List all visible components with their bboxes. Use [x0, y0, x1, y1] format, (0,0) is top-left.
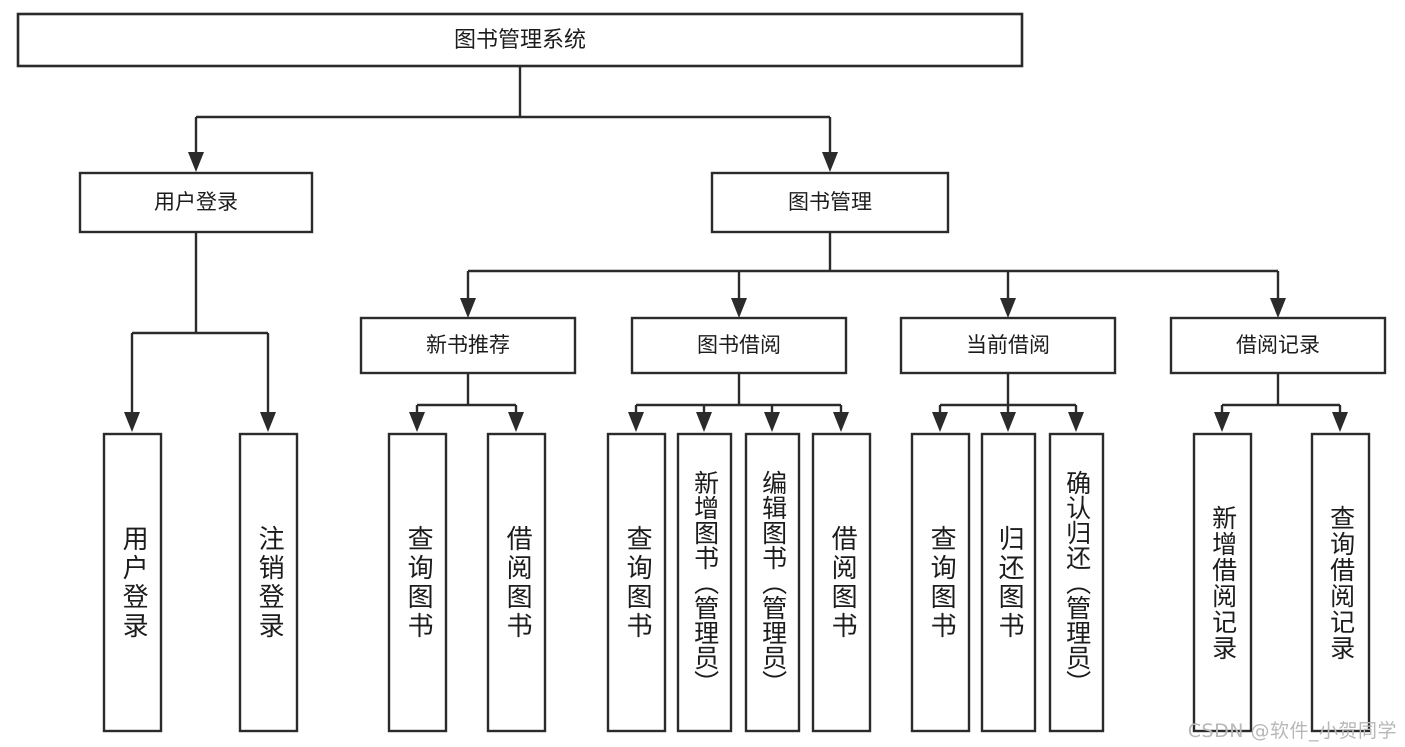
arrowhead-leaf-edit-book	[764, 412, 780, 432]
node-new-book-recommend-box[interactable]	[359, 316, 577, 375]
arrowhead-leaf-borrow-book-1	[508, 412, 524, 432]
leaf-box-borrow-book-2[interactable]	[811, 432, 872, 733]
arrowhead-current-borrow	[1000, 298, 1016, 318]
arrowhead-leaf-confirm-return	[1068, 412, 1084, 432]
node-user-login-box[interactable]	[78, 171, 314, 234]
leaf-box-query-book-2[interactable]	[606, 432, 667, 733]
csdn-watermark: CSDN @软件_小贺同学	[1187, 720, 1397, 742]
leaf-box-add-record[interactable]	[1192, 432, 1253, 733]
node-book-borrow-label: 图书借阅	[697, 333, 781, 357]
leaf-box-edit-book[interactable]	[744, 432, 801, 733]
node-current-borrow-label: 当前借阅	[966, 333, 1050, 357]
arrowhead-leaf-borrow-book-2	[833, 412, 849, 432]
node-root-box[interactable]	[16, 12, 1024, 68]
arrowhead-leaf-query-book-1	[409, 412, 425, 432]
arrowhead-leaf-add-book	[696, 412, 712, 432]
leaf-box-confirm-return[interactable]	[1048, 432, 1105, 733]
arrowhead-leaf-query-book-3	[932, 412, 948, 432]
node-book-management-label: 图书管理	[788, 190, 872, 214]
node-borrow-record-label: 借阅记录	[1236, 333, 1320, 357]
arrowhead-leaf-query-book-2	[628, 412, 644, 432]
node-borrow-record[interactable]: 借阅记录	[1169, 316, 1387, 375]
node-current-borrow-box[interactable]	[899, 316, 1117, 375]
arrowhead-user-login	[188, 152, 204, 172]
leaf-box-query-record[interactable]	[1310, 432, 1371, 733]
connector-layer	[124, 66, 1348, 432]
node-user-login[interactable]: 用户登录	[78, 171, 314, 234]
arrowhead-leaf-logout-login	[260, 412, 276, 432]
arrowhead-book-borrow	[731, 298, 747, 318]
node-user-login-label: 用户登录	[154, 190, 238, 214]
leaf-boxes	[102, 432, 1371, 733]
arrowhead-leaf-return-book	[1000, 412, 1016, 432]
node-book-borrow[interactable]: 图书借阅	[630, 316, 848, 375]
arrowhead-borrow-record	[1270, 298, 1286, 318]
leaf-box-add-book[interactable]	[676, 432, 733, 733]
node-borrow-record-box[interactable]	[1169, 316, 1387, 375]
leaf-box-query-book-3[interactable]	[910, 432, 971, 733]
leaf-box-user-login[interactable]	[102, 432, 163, 733]
leaf-box-query-book-1[interactable]	[387, 432, 448, 733]
node-new-book-recommend-label: 新书推荐	[426, 333, 510, 357]
leaf-box-borrow-book-1[interactable]	[486, 432, 547, 733]
leaf-box-logout-login[interactable]	[238, 432, 299, 733]
node-book-management-box[interactable]	[710, 171, 950, 234]
arrowhead-leaf-user-login	[124, 412, 140, 432]
node-current-borrow[interactable]: 当前借阅	[899, 316, 1117, 375]
leaf-box-return-book[interactable]	[980, 432, 1037, 733]
node-book-borrow-box[interactable]	[630, 316, 848, 375]
arrowhead-leaf-add-record	[1214, 412, 1230, 432]
node-root-label: 图书管理系统	[454, 28, 586, 53]
node-new-book-recommend[interactable]: 新书推荐	[359, 316, 577, 375]
node-book-management[interactable]: 图书管理	[710, 171, 950, 234]
node-root[interactable]: 图书管理系统	[16, 12, 1024, 68]
arrowhead-new-book-recommend	[460, 298, 476, 318]
arrowhead-book-management	[822, 152, 838, 172]
arrowhead-leaf-query-record	[1332, 412, 1348, 432]
